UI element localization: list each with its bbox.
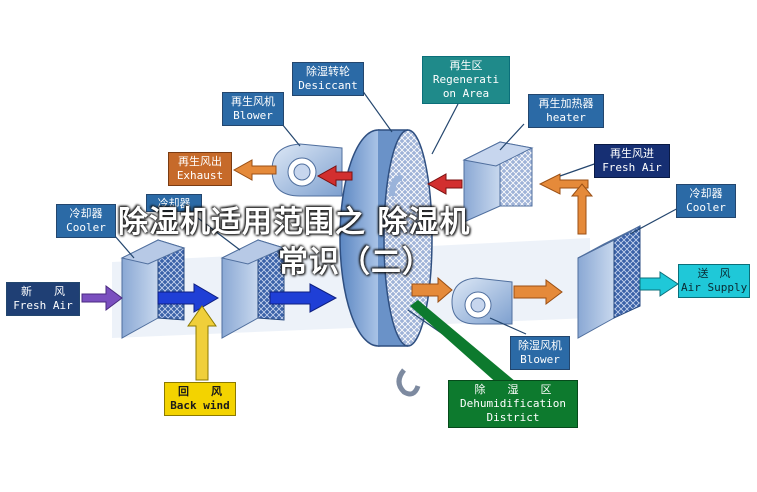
cooler-unit-right bbox=[577, 225, 641, 339]
process-air-arrow-1 bbox=[157, 283, 219, 313]
back-wind-arrow bbox=[187, 305, 217, 381]
page-title: 除湿机适用范围之 除湿机 常识（二） bbox=[118, 203, 638, 283]
wheel-drive-belt bbox=[396, 368, 421, 397]
regen-fresh-air-arrow bbox=[538, 173, 594, 235]
dehum-pointer bbox=[410, 300, 516, 386]
exhaust-arrow bbox=[232, 159, 277, 181]
title-line-2: 常识（二） bbox=[278, 245, 433, 280]
fresh-air-arrow bbox=[81, 285, 123, 311]
regen-red-arrow-1 bbox=[426, 173, 463, 195]
process-blower bbox=[451, 277, 513, 325]
regeneration-heater bbox=[462, 141, 534, 223]
process-orange-arrow-1 bbox=[411, 276, 453, 304]
process-air-arrow-2 bbox=[269, 283, 338, 313]
desiccant-wheel bbox=[339, 129, 433, 347]
title-line-1: 除湿机适用范围之 除湿机 bbox=[118, 205, 471, 240]
process-orange-arrow-2 bbox=[513, 279, 563, 305]
regen-red-arrow-2 bbox=[316, 165, 353, 187]
air-supply-arrow bbox=[639, 271, 679, 297]
cooler-middle-label: 冷却器 bbox=[146, 194, 202, 212]
